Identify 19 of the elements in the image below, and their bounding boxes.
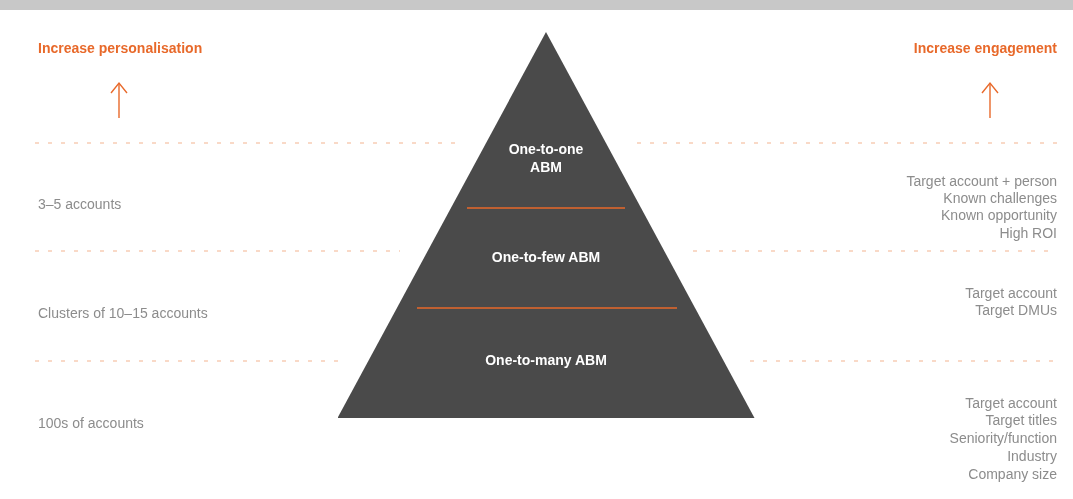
description-text: Known opportunity xyxy=(941,207,1057,224)
description-text: Industry xyxy=(1007,448,1057,465)
description-text: 3–5 accounts xyxy=(38,196,122,213)
description-text: Target titles xyxy=(985,412,1057,429)
description-text: Target DMUs xyxy=(975,302,1057,319)
tier-label: One-to-one ABM xyxy=(507,140,585,176)
description-text: Target account xyxy=(965,285,1057,302)
axis-heading: Increase personalisation xyxy=(38,40,203,57)
description-text: Clusters of 10–15 accounts xyxy=(38,305,208,322)
tier-label: One-to-many ABM xyxy=(484,351,608,369)
description-text: Company size xyxy=(968,466,1057,483)
description-text: Seniority/function xyxy=(949,430,1057,447)
axis-heading: Increase engagement xyxy=(913,40,1057,57)
description-text: 100s of accounts xyxy=(38,415,144,432)
description-text: Known challenges xyxy=(943,190,1057,207)
description-text: Target account xyxy=(965,395,1057,412)
description-text: High ROI xyxy=(999,225,1057,242)
description-text: Target account + person xyxy=(906,173,1057,190)
tier-label: One-to-few ABM xyxy=(490,248,602,266)
